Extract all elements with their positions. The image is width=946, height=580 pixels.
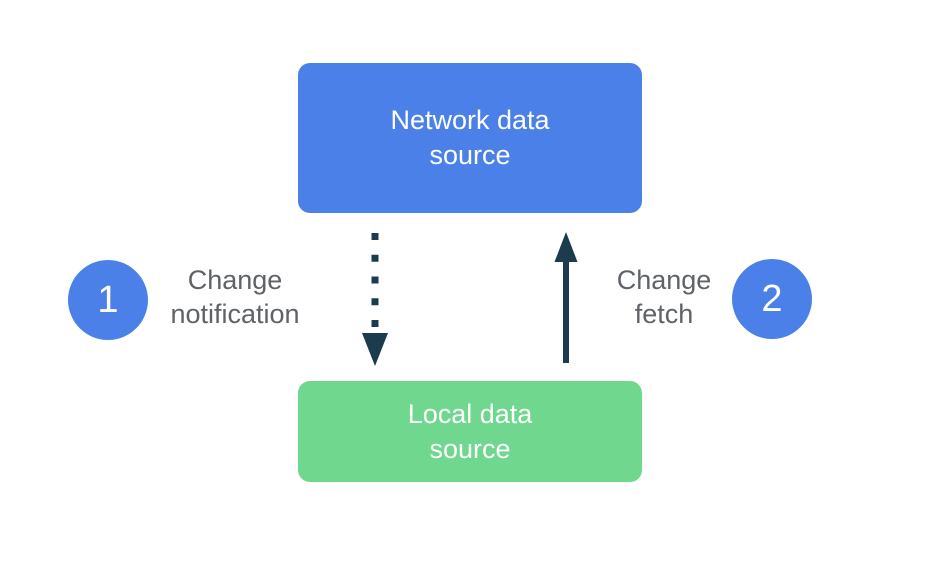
- network-data-source-box: Network data source: [298, 63, 642, 213]
- step-2-badge: 2: [732, 259, 812, 339]
- local-box-label-line2: source: [429, 433, 511, 464]
- local-data-source-box: Local data source: [298, 381, 642, 482]
- step-1-number: 1: [97, 278, 119, 321]
- step-1-label: Change notification: [135, 263, 335, 331]
- step-2-number: 2: [761, 277, 783, 320]
- step-1-label-line1: Change: [187, 265, 283, 295]
- change-notification-arrow-icon: [362, 233, 388, 366]
- local-box-label-line1: Local data: [407, 398, 533, 429]
- change-fetch-arrow-icon: [554, 232, 578, 363]
- step-2-label-line2: fetch: [634, 299, 694, 329]
- step-1-label-line2: notification: [170, 299, 300, 329]
- network-box-label-line1: Network data: [390, 105, 550, 135]
- solid-arrow-head-up: [554, 232, 578, 262]
- step-1-badge: 1: [68, 260, 148, 340]
- dotted-arrow-head-down: [362, 333, 388, 366]
- network-box-label-line2: source: [429, 140, 511, 170]
- step-2-label-line1: Change: [616, 265, 712, 295]
- step-2-label: Change fetch: [564, 263, 764, 331]
